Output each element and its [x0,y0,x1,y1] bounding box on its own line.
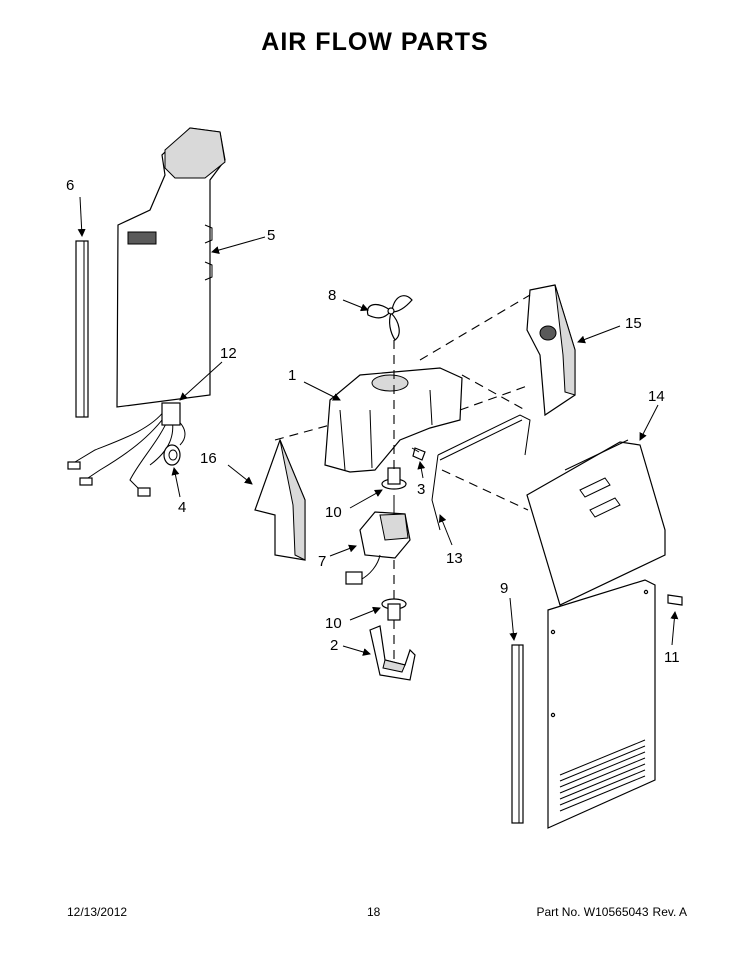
vent-panel [547,579,656,829]
alignment-lines [274,294,531,660]
callout-5: 5 [267,227,275,244]
fan-insulation [254,438,306,561]
fan-motor [345,495,411,585]
callout-14: 14 [648,388,665,405]
callout-6: 6 [66,177,74,194]
fan-cover-panel [526,439,666,606]
callout-10-top: 10 [325,504,342,521]
right-insulation-block [526,284,576,417]
seal-strip-left [75,240,89,418]
motor-grommet-top [381,467,407,490]
fan-blade [366,295,413,341]
callout-4: 4 [178,499,186,516]
screw-cover [667,594,683,606]
wire-harness [67,402,186,497]
callout-3: 3 [417,481,425,498]
screw-housing [411,447,426,461]
callout-9: 9 [500,580,508,597]
seal-strip-right [511,644,524,824]
callout-labels: 6 5 12 4 16 1 8 3 10 7 10 2 13 15 14 9 1… [66,177,680,666]
footer-page-number: 18 [367,905,381,919]
grommet [163,444,181,466]
revision: Rev. A [652,905,687,919]
callout-12: 12 [220,345,237,362]
callout-10-bottom: 10 [325,615,342,632]
callout-1: 1 [288,367,296,384]
motor-grommet-bottom [381,598,407,621]
callout-16: 16 [200,450,217,467]
leader-lines [77,196,679,656]
wire-bracket [431,414,531,531]
callout-8: 8 [328,287,336,304]
part-number: Part No. W10565043 [536,905,649,919]
page-title: AIR FLOW PARTS [261,28,489,56]
callout-15: 15 [625,315,642,332]
motor-bracket [369,625,416,681]
footer-date: 12/13/2012 [67,905,128,919]
callout-11: 11 [664,649,680,666]
callout-2: 2 [330,637,338,654]
callout-7: 7 [318,553,326,570]
evaporator-cover-panel [116,127,226,408]
callout-13: 13 [446,550,463,567]
